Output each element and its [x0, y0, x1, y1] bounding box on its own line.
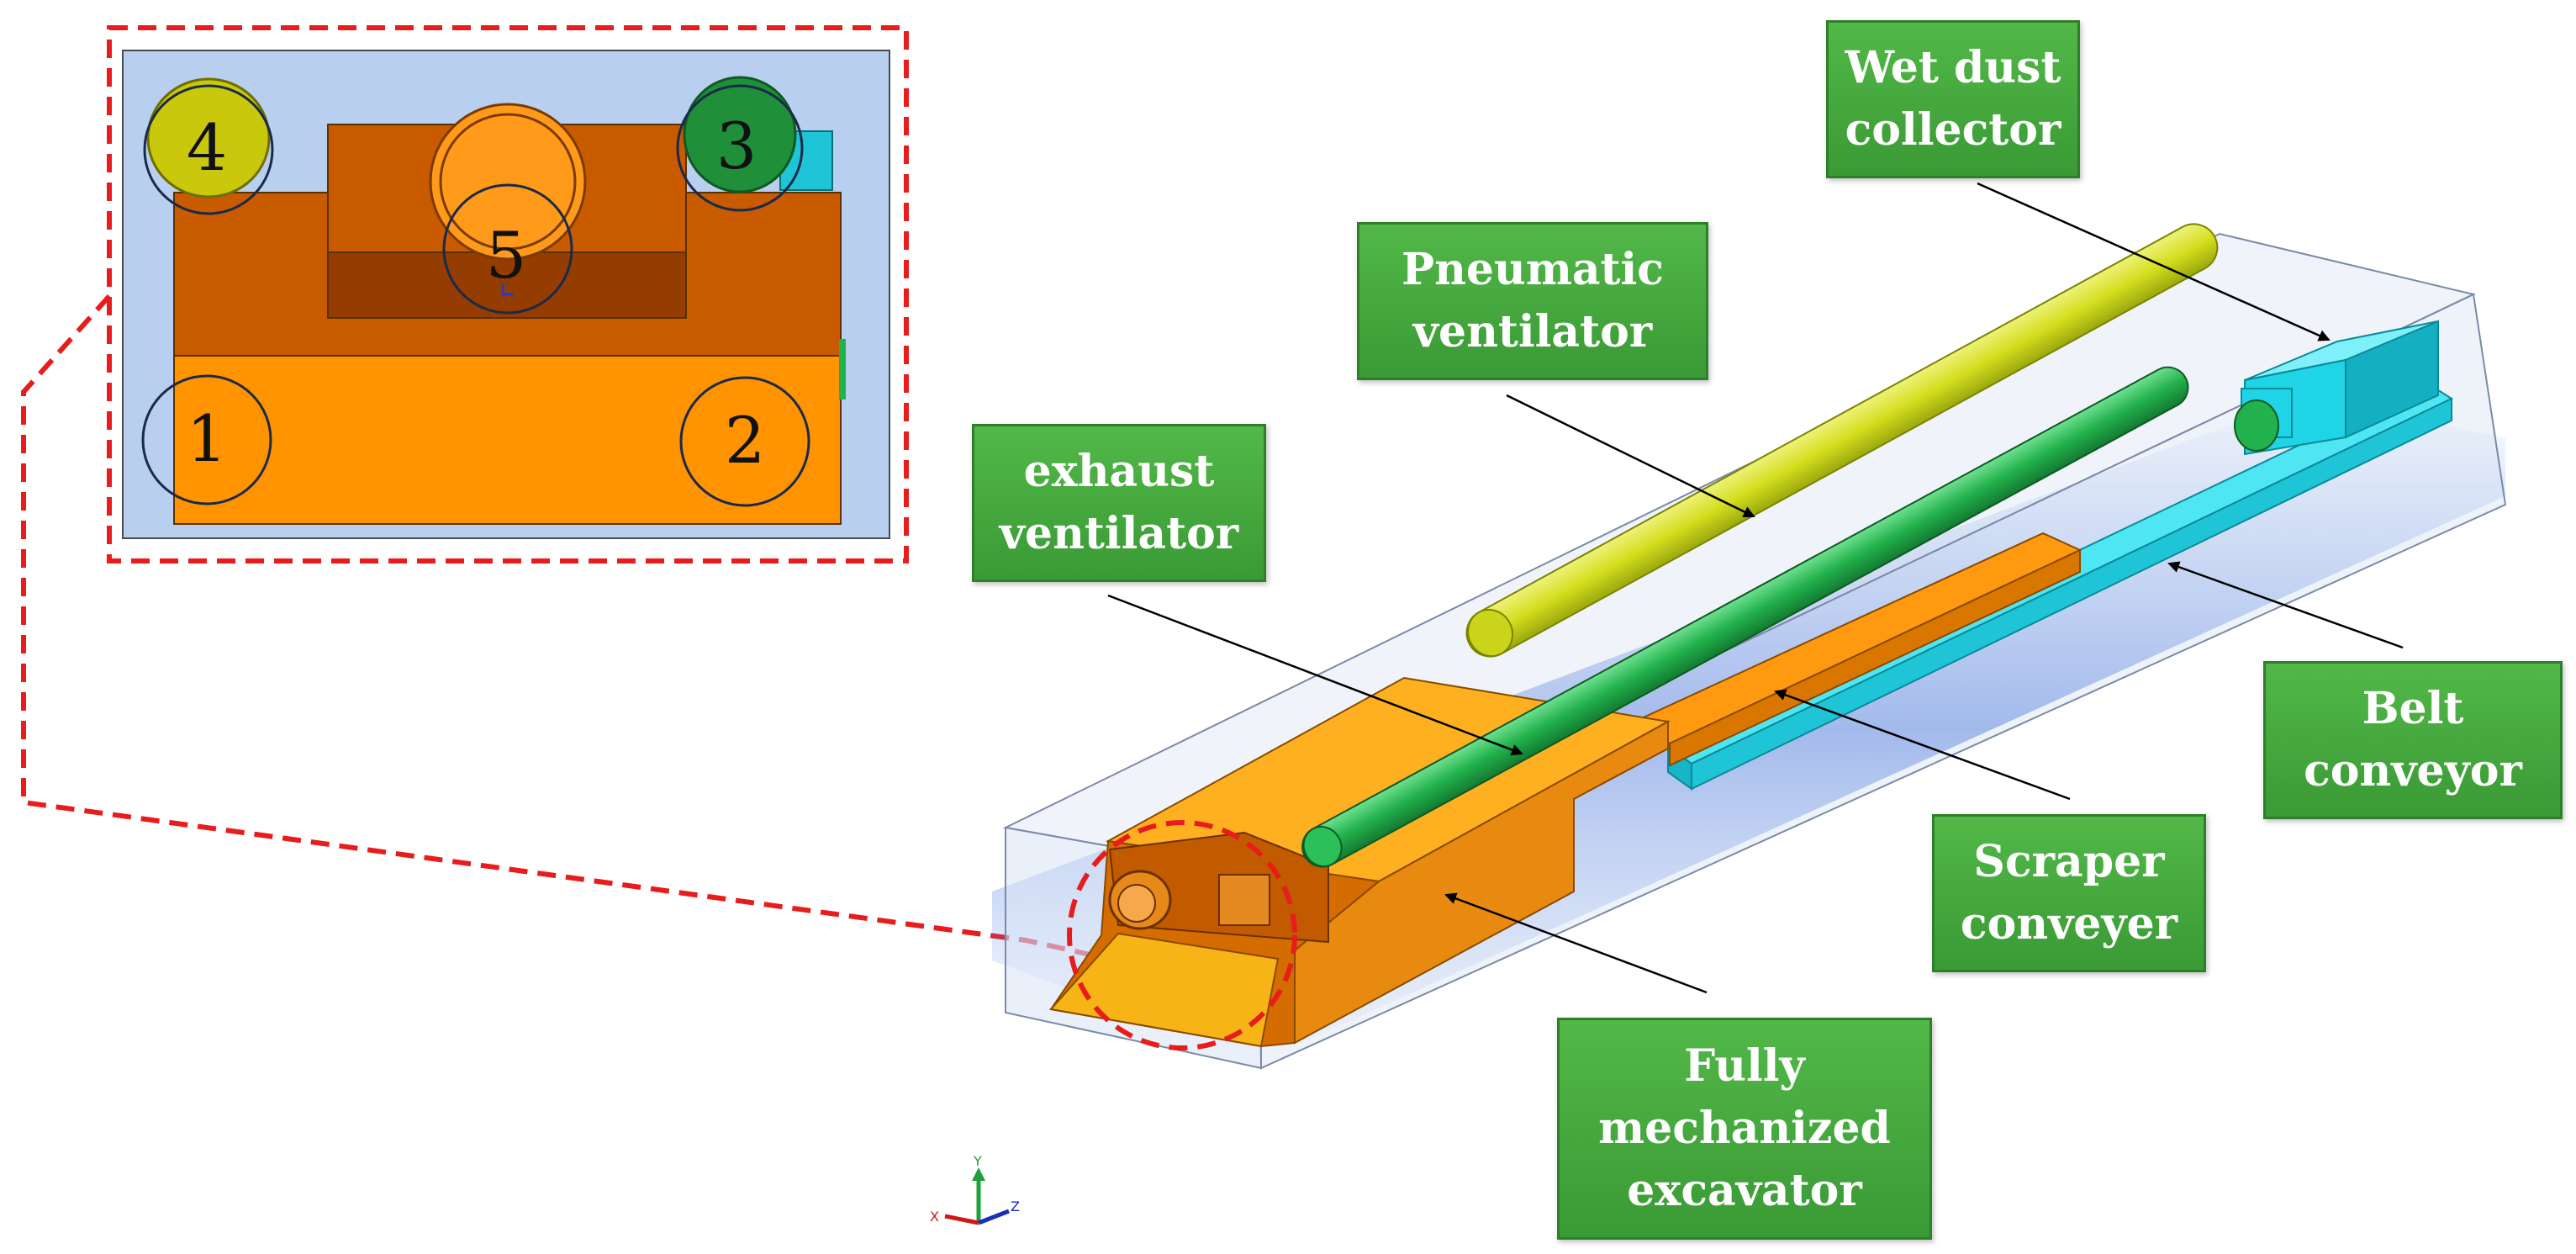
label-belt-conveyor-line-1: Belt [2362, 683, 2464, 734]
axis-z-line [978, 1209, 1010, 1225]
label-scraper-conveyer-line-2: conveyer [1960, 898, 2178, 950]
axis-x-label: X [930, 1209, 939, 1225]
label-fully-mechanized-excavator-line-1: Fully [1684, 1040, 1805, 1092]
leader-arrows [1107, 182, 2404, 994]
inset-circle-2 [679, 376, 810, 507]
axis-x-line [944, 1214, 979, 1225]
inset-pipe-yellow [146, 77, 271, 198]
inset-circle-3 [676, 84, 804, 212]
label-wet-dust-collector-line-1: Wet dust [1845, 42, 2061, 93]
label-wet-dust-collector: Wet dust collector [1826, 20, 2080, 178]
inset-dashed-frame [107, 25, 909, 564]
inset-panel: 1 2 3 4 5 [107, 25, 909, 564]
scraper-conveyor-face [1669, 548, 2081, 767]
inset-number-5: 5 [486, 218, 526, 293]
label-fully-mechanized-excavator-line-2: mechanized [1598, 1103, 1891, 1154]
inset-origin-marker [501, 284, 513, 296]
belt-conveyor-face [1691, 397, 2452, 791]
exhaust-ventilator-pipe [1301, 366, 2189, 868]
inset-cutter-ring-outer [429, 103, 587, 261]
label-belt-conveyor: Belt conveyor [2263, 661, 2563, 819]
inset-number-1: 1 [187, 401, 227, 476]
axis-triad: Y X Z [930, 1153, 1020, 1225]
arrow-fully-mechanized-excavator [1444, 892, 1708, 994]
excavator-highlight-circle [1067, 820, 1297, 1050]
pneumatic-ventilator-pipe [1465, 223, 2219, 658]
label-pneumatic-ventilator-line-2: ventilator [1412, 306, 1653, 357]
excavator-head-notch [1218, 874, 1270, 926]
axis-y-head [972, 1167, 985, 1181]
inset-number-2: 2 [725, 403, 765, 478]
label-wet-dust-collector-line-2: collector [1845, 104, 2061, 156]
label-fully-mechanized-excavator-line-3: excavator [1627, 1165, 1862, 1216]
label-exhaust-ventilator-line-2: ventilator [999, 508, 1239, 559]
label-scraper-conveyer: Scraper conveyer [1932, 814, 2206, 972]
inset-number-3: 3 [716, 108, 757, 183]
tunnel-model [992, 223, 2507, 1070]
arrow-pneumatic-ventilator [1506, 394, 1755, 518]
label-fully-mechanized-excavator: Fully mechanized excavator [1557, 1018, 1932, 1240]
inset-circle-5 [442, 183, 573, 315]
arrow-belt-conveyor [2167, 561, 2404, 649]
inset-circle-1 [141, 374, 272, 505]
inset-pipe-green [683, 76, 797, 193]
axis-y-label: Y [973, 1153, 982, 1169]
arrow-wet-dust-collector [1977, 182, 2331, 341]
arrow-exhaust-ventilator [1107, 594, 1523, 756]
label-exhaust-ventilator: exhaust ventilator [972, 424, 1266, 582]
dust-collector-side [2345, 320, 2439, 439]
arrow-scraper-conveyer [1774, 689, 2071, 801]
inset-side-tab [839, 339, 846, 399]
label-belt-conveyor-line-2: conveyor [2304, 745, 2522, 796]
inset-cutter-ring-inner [439, 113, 577, 251]
inset-body-bottom [173, 355, 842, 525]
label-scraper-conveyer-line-1: Scraper [1973, 836, 2165, 887]
excavator-cutter-inner [1117, 884, 1156, 923]
label-exhaust-ventilator-line-1: exhaust [1023, 446, 1215, 497]
label-pneumatic-ventilator-line-1: Pneumatic [1401, 244, 1664, 295]
label-pneumatic-ventilator: Pneumatic ventilator [1357, 222, 1708, 380]
inset-circle-4 [143, 84, 274, 215]
exhaust-ventilator-end-cap [2234, 399, 2279, 452]
axis-z-label: Z [1011, 1198, 1020, 1214]
inset-number-4: 4 [187, 110, 227, 185]
